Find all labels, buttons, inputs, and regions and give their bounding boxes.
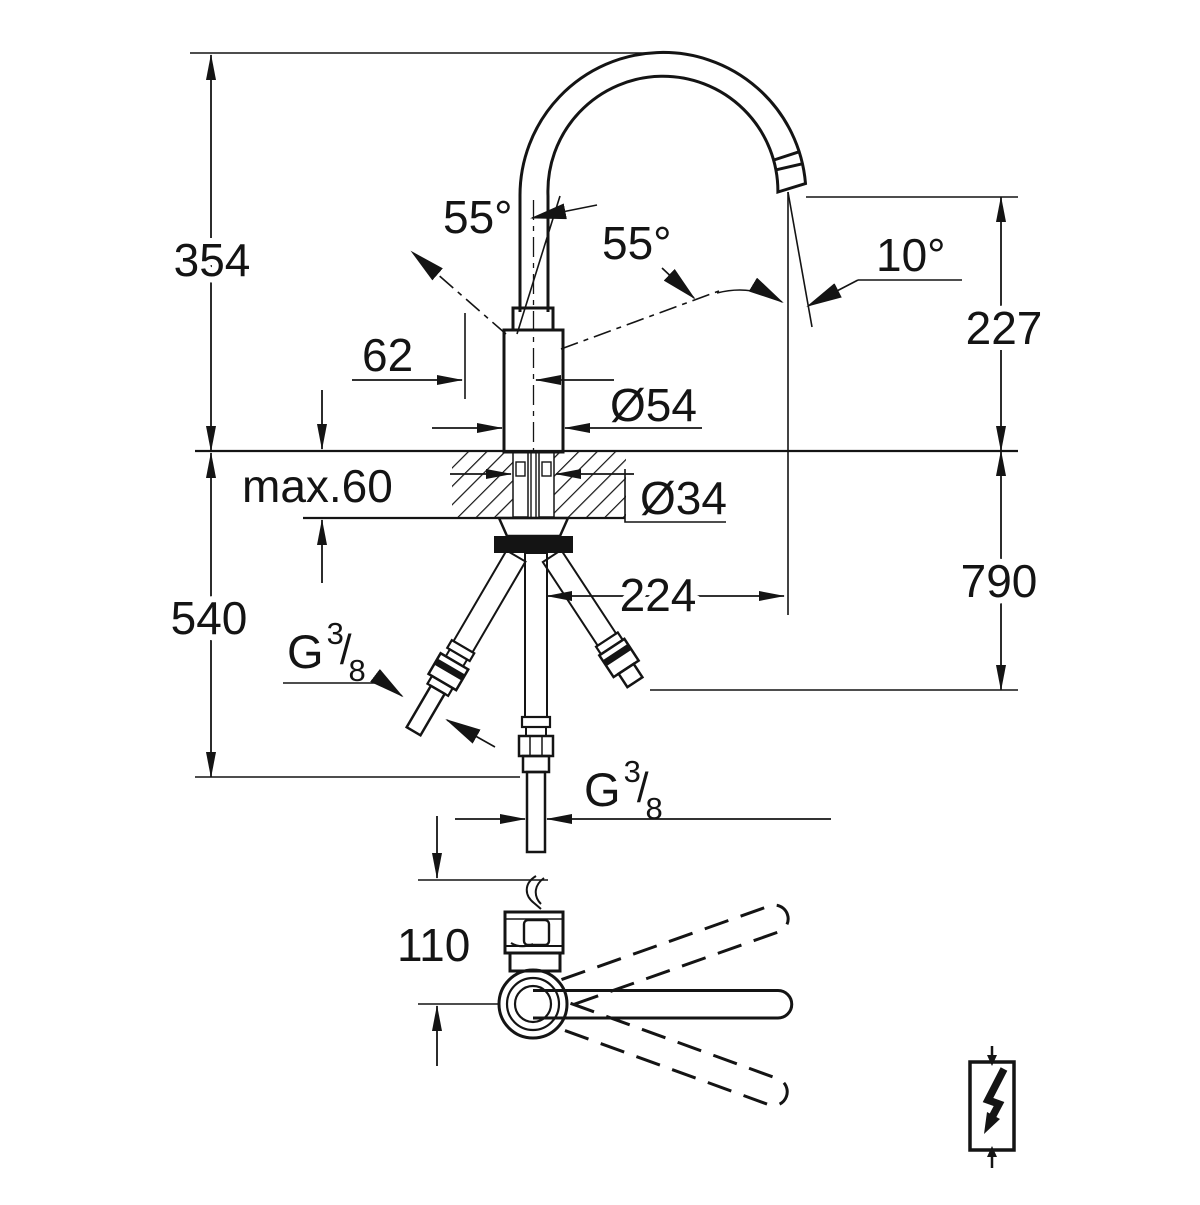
- spout-arc-outline: [518, 50, 808, 312]
- dim-max60-label: max.60: [242, 460, 393, 512]
- angle-55-left-label: 55°: [443, 191, 513, 243]
- center-hose: [517, 552, 555, 854]
- dim-224: 224: [546, 563, 785, 627]
- mounting-nut: [494, 536, 573, 553]
- lightning-bolt-arrowhead: [984, 1112, 1000, 1134]
- dim-dia34: Ø34: [450, 469, 727, 524]
- shank-notch-right: [541, 461, 552, 477]
- escutcheon-middle: [505, 976, 561, 1032]
- dim-max60: max.60: [242, 390, 393, 583]
- dim-g38-upper: G3/8: [283, 616, 496, 748]
- flash-frame-tick-top: [987, 1055, 997, 1066]
- dimensions: 354 540 max.60 62 Ø54: [165, 52, 1048, 1066]
- dim-g38-upper-label: G3/8: [287, 616, 366, 688]
- angle-55-left: 55°: [443, 191, 598, 243]
- faucet-front-view: [410, 50, 813, 615]
- handle-open-left-line: [410, 250, 507, 335]
- countertop-section: [195, 449, 1018, 553]
- handle-plan-view: [497, 875, 794, 1107]
- dim-62: 62: [352, 313, 614, 399]
- flash-frame-tick-bottom: [987, 1146, 997, 1157]
- left-hose-thread-end: [404, 684, 447, 738]
- supply-hoses: [404, 548, 645, 854]
- dim-790: 790: [650, 450, 1043, 691]
- lightning-bolt-icon: [982, 1067, 1008, 1123]
- lever-solid: [533, 989, 794, 1020]
- dim-227-label: 227: [966, 302, 1043, 354]
- dim-790-label: 790: [961, 555, 1038, 607]
- deck-hatch-left: [452, 452, 513, 517]
- shank-notch-left: [515, 461, 526, 477]
- lever-dashed-down: [560, 1001, 789, 1107]
- right-hose-thread-end: [616, 662, 645, 689]
- dim-540-label: 540: [171, 592, 248, 644]
- low-voltage-symbol: [968, 1046, 1016, 1168]
- aerator-ring-2: [774, 162, 803, 172]
- escutcheon-outer: [497, 968, 569, 1040]
- angle-10-label: 10°: [876, 229, 946, 281]
- dim-354-label: 354: [174, 234, 251, 286]
- dim-224-label: 224: [620, 569, 697, 621]
- dim-540: 540: [165, 452, 520, 778]
- dim-110: 110: [397, 816, 548, 1066]
- flash-symbol-frame: [968, 1060, 1016, 1152]
- angle-10: 10°: [806, 229, 962, 307]
- left-hose: [404, 549, 527, 738]
- deck-hatch-right: [554, 452, 626, 517]
- dim-110-label: 110: [397, 919, 470, 971]
- handle-swing-arc: [716, 277, 784, 304]
- dim-g38-lower-label: G3/8: [584, 754, 663, 826]
- center-connection-pipe: [525, 770, 547, 854]
- dim-62-label: 62: [362, 329, 413, 381]
- dim-354: 354: [168, 52, 668, 452]
- dim-dia54: Ø54: [432, 379, 702, 433]
- dim-dia34-label: Ø34: [640, 472, 727, 524]
- handle-clip: [525, 875, 545, 910]
- escutcheon-inner: [513, 984, 553, 1024]
- handle-open-right-line: [560, 290, 720, 350]
- lever-dashed-up: [560, 903, 790, 1007]
- handle-hub: [508, 951, 562, 973]
- handle-cap-detail: [522, 918, 551, 947]
- angle-55-right-label: 55°: [602, 217, 672, 269]
- dim-g38-lower: G3/8: [455, 754, 831, 826]
- mounting-washer: [497, 516, 570, 538]
- dim-dia54-label: Ø54: [610, 379, 697, 431]
- aerator-ring-1: [771, 150, 800, 162]
- angle-55-right: 55°: [602, 217, 696, 300]
- water-stream-angled-line: [787, 191, 813, 328]
- dim-227: 227: [806, 196, 1048, 452]
